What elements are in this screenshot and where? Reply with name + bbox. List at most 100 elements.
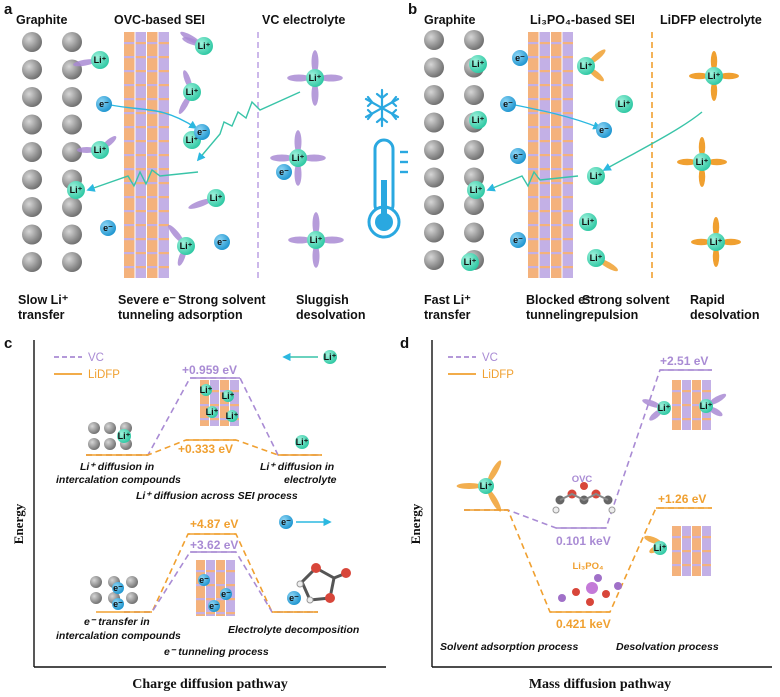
graphite-atom <box>464 195 484 215</box>
sei-stripe <box>562 140 573 143</box>
value-lidfp-bottom: 0.421 keV <box>556 617 611 631</box>
hydrogen-atom <box>306 596 314 604</box>
li-path-a <box>196 91 301 162</box>
sei-stripe <box>528 252 539 255</box>
solvent-molecule <box>294 162 302 186</box>
sei-stripe <box>158 126 169 129</box>
sei-stripe <box>135 182 146 185</box>
sei-stripe <box>702 564 711 567</box>
solvent-molecule <box>487 489 502 512</box>
li-ion <box>615 95 633 113</box>
sei-stripe <box>135 98 146 101</box>
li-ion-label: Li⁺ <box>480 481 493 491</box>
solvent-molecule <box>456 483 482 489</box>
sei-stripe <box>528 210 539 213</box>
sei-column <box>220 380 229 426</box>
sei-stripe <box>158 42 169 45</box>
panel-d-illustrations: Li⁺Li⁺Li⁺Li⁺ <box>456 380 727 606</box>
electron <box>194 124 210 140</box>
sei-stripe <box>147 224 158 227</box>
electron-label: e⁻ <box>503 99 513 109</box>
li-ion-label: Li⁺ <box>590 253 603 263</box>
li-ion <box>323 350 337 364</box>
li-ion-label: Li⁺ <box>70 185 83 195</box>
electron <box>510 148 526 164</box>
sei-stripe <box>682 550 691 553</box>
sei-stripe <box>692 550 701 553</box>
li-ion-label: Li⁺ <box>186 135 199 145</box>
panel-b-header-graphite: Graphite <box>424 13 475 27</box>
caption-line: Strong solvent <box>582 293 670 307</box>
electron-path-b <box>509 103 602 130</box>
molecule-ring <box>300 566 336 602</box>
sei-stripe <box>672 536 681 539</box>
sei-stripe <box>539 252 550 255</box>
panel-d: d Energy Mass diffusion pathway VC LiDFP… <box>400 335 772 692</box>
sei-column <box>230 380 239 426</box>
sei-stripe <box>206 584 215 587</box>
sei-column <box>200 380 209 426</box>
sei-stripe <box>158 84 169 87</box>
li-ion-label: Li⁺ <box>580 61 593 71</box>
sei-stripe <box>226 570 235 573</box>
sei-stripe <box>539 126 550 129</box>
sei-stripe <box>551 196 562 199</box>
graphite-atom <box>90 592 102 604</box>
sei-stripe <box>200 404 209 407</box>
sei-stripe <box>672 550 681 553</box>
sei-stripe <box>562 182 573 185</box>
legend-lidfp-d: LiDFP <box>482 369 514 381</box>
sei-stripe <box>562 126 573 129</box>
caption-line: desolvation <box>296 308 365 322</box>
sei-stack-c1: Li⁺Li⁺Li⁺Li⁺Li⁺Li⁺ <box>200 350 337 449</box>
sei-stripe <box>158 266 169 269</box>
li-ion-label: Li⁺ <box>472 115 485 125</box>
graphite-atom <box>22 224 42 245</box>
graphite-atom <box>424 140 444 160</box>
sei-stripe <box>200 418 209 421</box>
li-ion <box>207 189 225 207</box>
li-ion-label: Li⁺ <box>296 437 309 447</box>
li-ion-label: Li⁺ <box>310 235 323 245</box>
sei-stripe <box>124 224 135 227</box>
graphite-atom <box>424 30 444 50</box>
electron <box>100 220 116 236</box>
sei-stripe <box>551 126 562 129</box>
graphite-atom <box>464 85 484 105</box>
li-ion <box>91 141 109 159</box>
electron-label: e⁻ <box>221 589 231 599</box>
graphite-atom <box>424 222 444 243</box>
legend-vc-c: VC <box>88 352 104 364</box>
electron <box>96 96 112 112</box>
sei-stripe <box>135 196 146 199</box>
li-ion-label: Li⁺ <box>700 401 713 411</box>
atom <box>586 582 598 594</box>
caption-line: tunneling <box>526 308 582 322</box>
lidfp-anion <box>689 72 710 80</box>
sei-stripe <box>551 182 562 185</box>
graphite-atom <box>62 252 82 272</box>
sei-stripe <box>539 56 550 59</box>
value-lidfp-e: +4.87 eV <box>190 517 238 531</box>
panel-c-xlabel: Charge diffusion pathway <box>132 677 288 692</box>
sei-stripe <box>539 112 550 115</box>
solvent-molecule <box>312 244 320 268</box>
sei-stripe <box>220 418 229 421</box>
sei-stripe <box>124 42 135 45</box>
solvent-molecule <box>311 82 319 106</box>
sei-stripe <box>135 56 146 59</box>
sei-stripe <box>702 390 711 393</box>
sei-stripe <box>135 252 146 255</box>
sei-stripe <box>158 252 169 255</box>
sei-stripe <box>226 598 235 601</box>
sei-stripe <box>147 266 158 269</box>
sei-stripe <box>135 210 146 213</box>
li-ion-label: Li⁺ <box>582 217 595 227</box>
graphite-atom <box>464 140 484 160</box>
sei-stripe <box>692 404 701 407</box>
caption-line: Rapid <box>690 293 725 307</box>
panel-a-header-sei: OVC-based SEI <box>114 13 205 27</box>
sei-stripe <box>528 140 539 143</box>
panel-c-ylabel: Energy <box>11 503 26 544</box>
graphite-atom <box>22 252 42 272</box>
